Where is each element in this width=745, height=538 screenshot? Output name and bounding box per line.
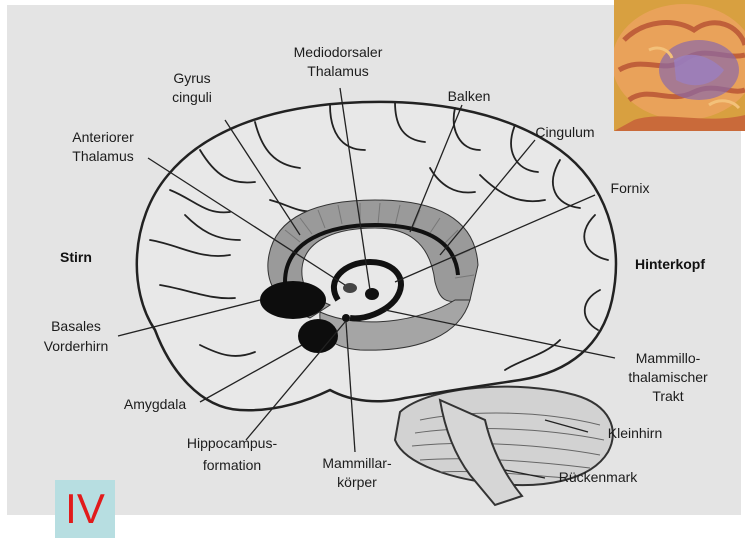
mediodorsal-thalamus (365, 288, 379, 300)
slide-number-badge: IV (55, 480, 115, 538)
basal-forebrain (260, 281, 326, 319)
label-hinterkopf: Hinterkopf (635, 256, 705, 272)
label-mammillarkoerper-line1: Mammillar- (322, 455, 392, 471)
label-anteriorer-thalamus-line1: Anteriorer (72, 129, 134, 145)
label-mammillo-thalamischer-trakt-line2: thalamischer (628, 369, 708, 385)
label-basales-vorderhirn-line1: Basales (51, 318, 101, 334)
label-fornix: Fornix (611, 180, 650, 196)
label-amygdala: Amygdala (124, 396, 186, 412)
label-stirn: Stirn (60, 249, 92, 265)
label-mediodorsaler-thalamus-line1: Mediodorsaler (294, 44, 383, 60)
label-anteriorer-thalamus-line2: Thalamus (72, 148, 133, 164)
mammillary-body (342, 314, 350, 322)
brain-thumbnail (614, 0, 745, 131)
label-mammillo-thalamischer-trakt-line3: Trakt (652, 388, 683, 404)
label-gyrus-cinguli-line1: Gyrus (173, 70, 210, 86)
label-mammillarkoerper-line2: körper (337, 474, 377, 490)
label-hippocampus-formation-line2: formation (203, 457, 261, 473)
amygdala (298, 319, 338, 353)
label-basales-vorderhirn-line2: Vorderhirn (44, 338, 109, 354)
label-mammillo-thalamischer-trakt-line1: Mammillo- (636, 350, 701, 366)
label-rueckenmark: Rückenmark (559, 469, 639, 485)
label-kleinhirn: Kleinhirn (608, 425, 662, 441)
label-mediodorsaler-thalamus-line2: Thalamus (307, 63, 368, 79)
label-hippocampus-formation-line1: Hippocampus- (187, 435, 278, 451)
label-balken: Balken (448, 88, 491, 104)
brain-thumbnail-illustration (614, 0, 745, 131)
label-gyrus-cinguli-line2: cinguli (172, 89, 212, 105)
label-cingulum: Cingulum (535, 124, 594, 140)
